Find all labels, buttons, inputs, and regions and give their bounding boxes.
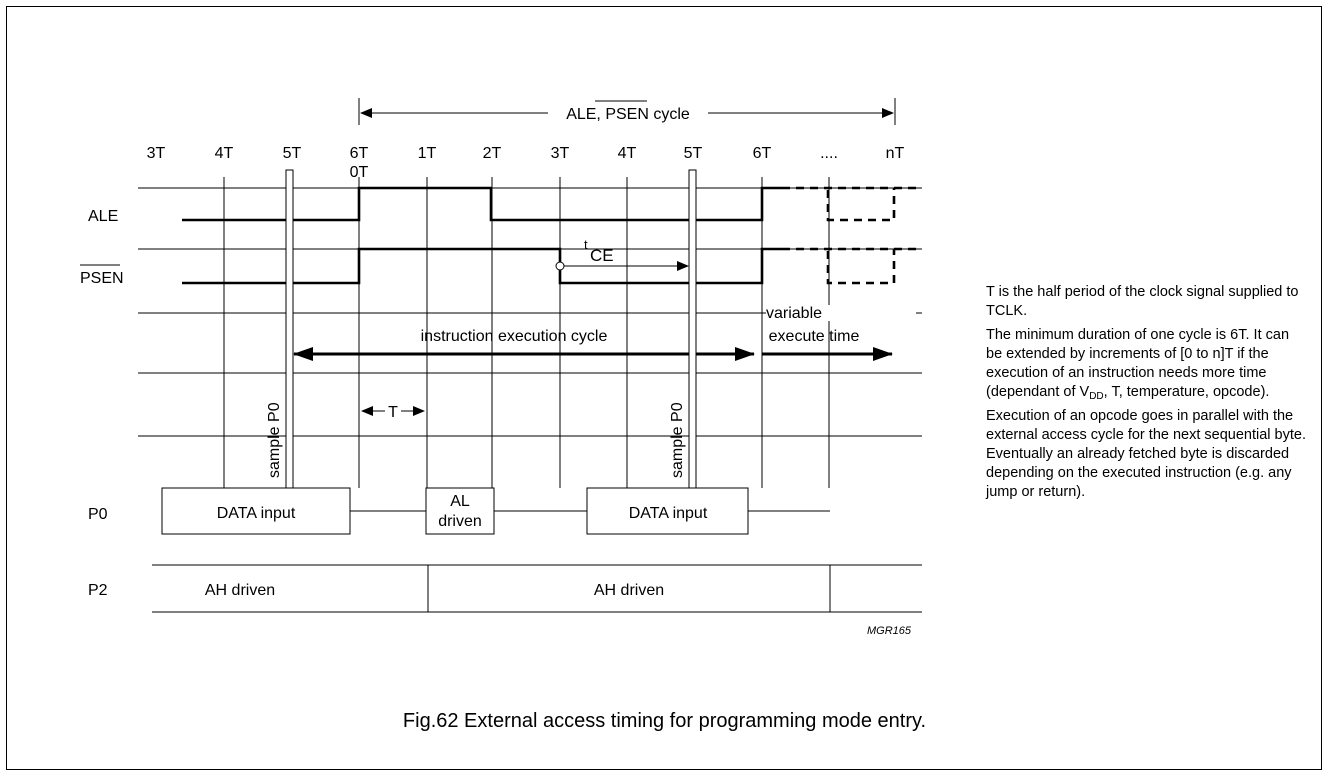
sample-p0-bar-2 (688, 169, 697, 491)
p0-data-input-box-2 (586, 487, 749, 535)
figure-caption: Fig.62 External access timing for progra… (402, 710, 927, 732)
tick-label: 4T (618, 145, 637, 162)
p0-data-input-label-2: DATA input (629, 505, 708, 522)
variable-label-line1: variable (766, 305, 822, 322)
note-vdd-subscript: DD (1089, 391, 1104, 402)
sample-p0-label-1: sample P0 (266, 402, 283, 478)
p0-data-input-label-1: DATA input (217, 505, 296, 522)
t-label: T (388, 404, 398, 421)
tick-label: 4T (215, 145, 234, 162)
p0-al-label-line1: AL (450, 493, 470, 510)
signal-ale-label: ALE (88, 208, 118, 225)
tick-label: 1T (418, 145, 437, 162)
note-paragraph-3: Execution of an opcode goes in parallel … (986, 408, 1306, 500)
tick-label: nT (886, 145, 905, 162)
tick-label: 3T (551, 145, 570, 162)
tick-label: 5T (283, 145, 302, 162)
cycle-label: ALE, PSEN cycle (566, 106, 690, 123)
tick-label: 3T (147, 145, 166, 162)
figure-code: MGR165 (867, 625, 912, 637)
tick-label: .... (820, 145, 838, 162)
variable-label-line2: execute time (769, 328, 860, 345)
note-paragraph-2-text: The minimum duration of one cycle is 6T.… (986, 327, 1290, 400)
tick-label: 6T (350, 145, 369, 162)
p2-segment-2-label: AH driven (594, 582, 664, 599)
ale-waveform (182, 186, 782, 222)
p2-segment-1-label: AH driven (205, 582, 275, 599)
tick-label: 2T (483, 145, 502, 162)
explanatory-notes: T is the half period of the clock signal… (986, 283, 1306, 507)
psen-waveform-dashed-low (826, 249, 896, 285)
figure-frame (6, 6, 1322, 770)
variable-label-mask (766, 305, 916, 321)
clock-tick-labels: 3T 4T 5T 6T 1T 2T 3T 4T 5T 6T.... nT (147, 145, 905, 162)
p0-al-driven-box (425, 487, 495, 535)
note-paragraph-1: T is the half period of the clock signal… (986, 284, 1299, 319)
tick-sublabel: 0T (350, 164, 369, 181)
sample-p0-label-2: sample P0 (669, 402, 686, 478)
p0-al-label-line2: driven (438, 513, 482, 530)
ale-waveform-dashed-low (826, 188, 896, 222)
tick-label: 6T (753, 145, 772, 162)
tce-prefix: t (584, 237, 588, 252)
tce-sub: CE (590, 246, 614, 265)
tce-origin-dot (555, 261, 565, 271)
p0-data-input-box-1 (161, 487, 351, 535)
sample-p0-bar-1 (285, 169, 294, 491)
tick-label: 5T (684, 145, 703, 162)
signal-p0-label: P0 (88, 506, 108, 523)
instruction-cycle-label: instruction execution cycle (421, 328, 608, 345)
signal-psen-label: PSEN (80, 270, 124, 287)
note-paragraph-2: The minimum duration of one cycle is 6T.… (986, 326, 1306, 402)
note-paragraph-2-tail: , T, temperature, opcode). (1103, 384, 1270, 400)
signal-p2-label: P2 (88, 582, 108, 599)
